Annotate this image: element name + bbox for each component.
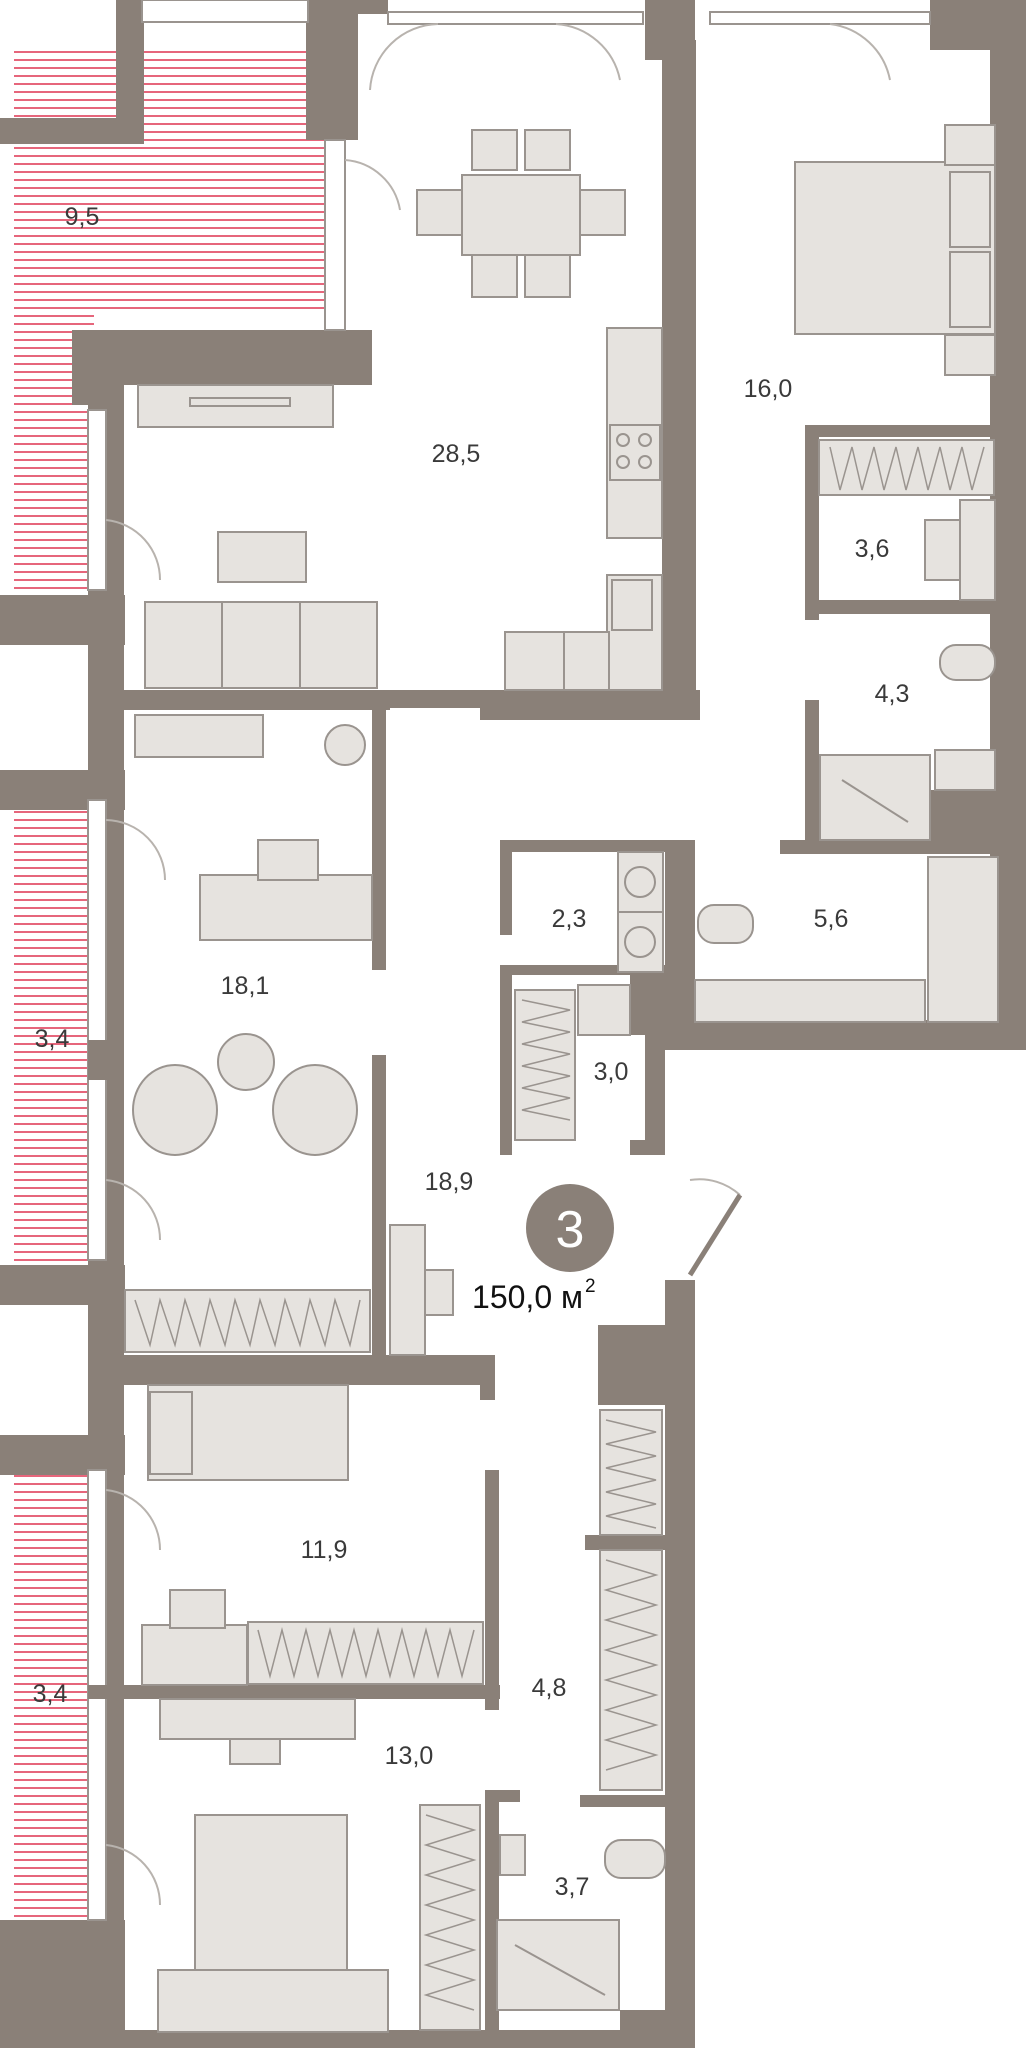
balcony-top-floor: [14, 50, 324, 310]
balcony-bottom-floor: [14, 1475, 94, 1925]
area-label-balcony-middle: 3,4: [35, 1025, 70, 1053]
tv-console: [137, 384, 334, 428]
area-label-laundry: 2,3: [552, 905, 587, 933]
area-label-bedroom-bottom: 13,0: [385, 1742, 434, 1770]
area-label-balcony-bottom: 3,4: [33, 1680, 68, 1708]
doors: [105, 23, 891, 1906]
area-label-balcony-top: 9,5: [65, 203, 100, 231]
rooms-count-badge: [526, 1184, 614, 1272]
area-label-bedroom-small: 11,9: [301, 1536, 348, 1564]
rooms-count: 3: [556, 1201, 585, 1259]
area-label-master-bedroom: 16,0: [744, 375, 793, 403]
area-label-living-room: 18,1: [221, 972, 270, 1000]
balcony-middle-floor: [14, 810, 94, 1265]
area-label-hallway: 18,9: [425, 1168, 474, 1196]
area-label-bathroom-master: 4,3: [875, 680, 910, 708]
area-label-wardrobe-master: 3,6: [855, 535, 890, 563]
round-table: [217, 1033, 275, 1091]
windows: [87, 0, 931, 1921]
area-label-storage: 3,0: [594, 1058, 629, 1086]
area-label-corridor: 4,8: [532, 1674, 567, 1702]
apartment-badge: 3 150,0 м 2: [472, 1184, 614, 1315]
area-label-bathroom-main: 5,6: [814, 905, 849, 933]
living-desk: [199, 874, 373, 941]
area-label-kitchen-living: 28,5: [432, 440, 481, 468]
sofa: [144, 601, 378, 689]
room-labels: 9,5 28,5 16,0 3,6 4,3 2,3 5,6 18,1 3,4 3…: [33, 203, 910, 1901]
coffee-table: [217, 531, 307, 583]
dining-table: [461, 174, 581, 256]
area-unit-power: 2: [585, 1276, 596, 1297]
area-label-bathroom-small: 3,7: [555, 1873, 590, 1901]
total-area: 150,0 м: [472, 1279, 583, 1315]
wardrobe-hangers: [134, 446, 985, 2011]
